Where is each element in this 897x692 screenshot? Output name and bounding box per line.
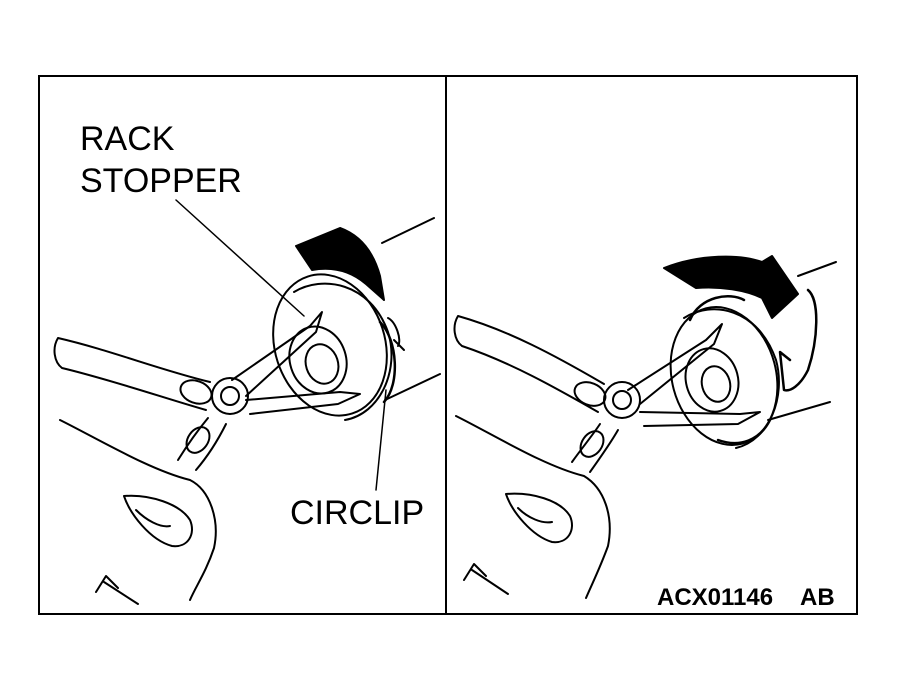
pliers-grip-right — [573, 381, 607, 407]
pliers-pivot-inner — [220, 386, 240, 406]
pliers-grip — [179, 379, 213, 405]
rack-housing-lower-line-right — [767, 401, 831, 421]
figure-frame — [38, 75, 858, 615]
pliers-jaw-upper-right — [627, 323, 723, 405]
hand-outline-right — [455, 415, 611, 599]
pliers-lower-grip-right — [579, 430, 605, 458]
rack-stopper-leader — [175, 199, 305, 317]
figure-code: ACX01146 — [657, 584, 773, 611]
thumb-nail-right — [517, 507, 553, 524]
circlip-right-end — [778, 288, 818, 392]
rack-stopper-bore-inner-right — [700, 365, 732, 403]
finger-mark — [95, 575, 139, 605]
rack-stopper-outer-right — [669, 306, 779, 446]
pliers-lower-grip — [185, 426, 211, 454]
pliers-jaw-lower — [245, 391, 361, 415]
pliers-handle-lower-right — [571, 423, 619, 473]
rack-housing-lower-line — [384, 373, 441, 401]
thumb-outline — [123, 494, 193, 548]
left-panel — [53, 199, 441, 605]
pliers-jaw-lower-right — [639, 411, 761, 427]
rack-housing-upper-line — [381, 217, 435, 244]
circlip-left-tip — [387, 317, 405, 351]
pliers-handle-upper — [53, 337, 211, 411]
finger-mark-right — [463, 563, 509, 595]
circlip-label: CIRCLIP — [290, 494, 424, 532]
rack-stopper-label-line2: STOPPER — [80, 162, 242, 200]
hand-outline — [59, 419, 217, 601]
rack-stopper-outer — [272, 273, 388, 417]
rack-stopper-bore-right — [684, 347, 740, 413]
thumb-outline-right — [505, 492, 573, 544]
rotation-arrow-right — [663, 255, 799, 319]
pliers-handle-lower — [177, 417, 227, 471]
rack-housing-upper-line-right — [797, 261, 837, 277]
circlip-right — [688, 295, 772, 445]
circlip-left — [378, 320, 396, 404]
pliers-pivot — [211, 377, 249, 415]
rotation-arrow-left — [295, 227, 385, 301]
pliers-pivot-inner-right — [612, 390, 632, 410]
rack-stopper-label-line1: RACK — [80, 120, 175, 158]
pliers-handle-upper-right — [453, 315, 605, 413]
pliers-jaw-upper — [231, 311, 323, 397]
rack-stopper-bore-inner — [304, 343, 340, 385]
figure-suffix: AB — [800, 584, 835, 611]
right-panel — [453, 255, 837, 599]
thumb-nail — [135, 509, 171, 528]
circlip-leader — [375, 389, 387, 491]
pliers-pivot-right — [603, 381, 641, 419]
